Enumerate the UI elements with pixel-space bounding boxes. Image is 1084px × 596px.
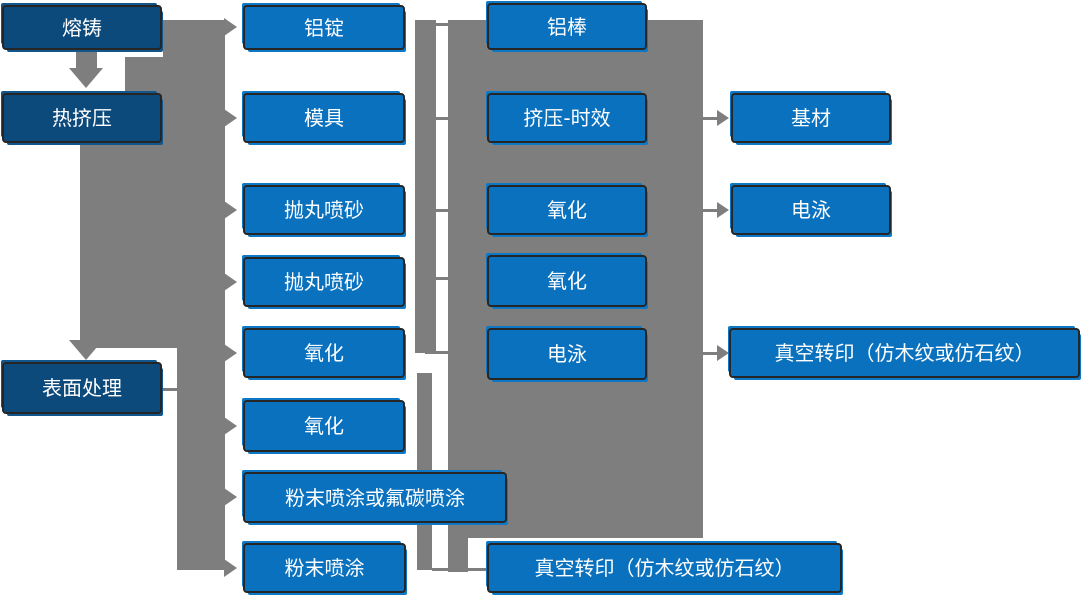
- node-electrophoresis-1: 电泳: [487, 328, 647, 380]
- node-label: 电泳: [547, 342, 587, 366]
- arrowhead-down-surface-treatment-icon: [69, 340, 103, 360]
- node-label: 挤压-时效: [523, 106, 611, 130]
- node-oxidation-1: 氧化: [243, 328, 405, 378]
- node-oxidation-4: 氧化: [487, 255, 647, 307]
- node-label: 铝棒: [547, 14, 587, 39]
- node-aluminum-ingot: 铝锭: [243, 5, 405, 50]
- connector-surface-treatment-link: [163, 388, 177, 391]
- node-extrusion-aging: 挤压-时效: [487, 93, 647, 143]
- arrowhead-to-oxidation-1-icon: [224, 344, 237, 362]
- node-mold: 模具: [243, 93, 405, 143]
- arrowhead-to-electrophoresis-2-icon: [717, 202, 729, 218]
- node-powder-or-fluorocarbon-coating: 粉末喷涂或氟碳喷涂: [243, 472, 507, 523]
- node-label: 铝锭: [304, 15, 344, 40]
- node-shot-blasting-2: 抛丸喷砂: [243, 257, 405, 307]
- node-label: 模具: [304, 106, 344, 130]
- node-vacuum-transfer-right: 真空转印（仿木纹或仿石纹）: [729, 328, 1080, 378]
- node-label: 粉末喷涂或氟碳喷涂: [285, 485, 465, 510]
- arrowhead-down-hot-extrusion-icon: [69, 68, 103, 88]
- arrowhead-to-powder-coating-icon: [224, 559, 237, 577]
- connector-bracket-bar-upper: [415, 20, 436, 353]
- connector-link-extrusion-aging: [425, 117, 448, 120]
- node-label: 氧化: [304, 414, 344, 438]
- connector-link-electrophoresis-1: [425, 351, 448, 354]
- node-label: 抛丸喷砂: [284, 270, 364, 294]
- node-oxidation-3: 氧化: [487, 185, 647, 235]
- node-hot-extrusion: 热挤压: [2, 93, 162, 143]
- node-label: 抛丸喷砂: [284, 198, 364, 222]
- node-melt-cast: 熔铸: [2, 5, 162, 50]
- arrowhead-to-oxidation-2-icon: [224, 417, 237, 435]
- node-label: 氧化: [547, 198, 587, 222]
- node-base-material: 基材: [731, 93, 891, 143]
- node-vacuum-transfer-bottom: 真空转印（仿木纹或仿石纹）: [487, 543, 842, 593]
- connector-link-oxidation-4: [425, 277, 448, 280]
- connector-link-al-rod: [425, 23, 448, 26]
- arrowhead-to-base-material-icon: [717, 110, 729, 126]
- connector-trunk-top: [163, 20, 225, 60]
- connector-down-shaft-hot-extrusion: [76, 50, 97, 70]
- node-powder-coating: 粉末喷涂: [243, 543, 406, 593]
- connector-link-vacuum-transfer-1: [432, 568, 487, 571]
- connector-trunk-wide: [80, 145, 225, 348]
- arrowhead-to-powder-fluorocarbon-icon: [224, 488, 237, 506]
- connector-trunk-lower: [177, 348, 225, 570]
- node-label: 氧化: [547, 269, 587, 293]
- connector-shaft-electrophoresis-2: [703, 209, 719, 212]
- node-label: 氧化: [304, 341, 344, 365]
- node-shot-blasting-1: 抛丸喷砂: [243, 185, 405, 235]
- node-label: 真空转印（仿木纹或仿石纹）: [534, 556, 795, 580]
- connector-shaft-vacuum-transfer-2: [703, 352, 719, 355]
- node-label: 基材: [791, 106, 831, 130]
- arrowhead-to-shot-blasting-1-icon: [224, 201, 237, 219]
- node-surface-treatment: 表面处理: [2, 362, 162, 414]
- node-label: 热挤压: [52, 106, 112, 130]
- arrowhead-to-vacuum-transfer-2-icon: [717, 345, 729, 361]
- node-label: 电泳: [791, 198, 831, 222]
- node-electrophoresis-2: 电泳: [731, 185, 891, 235]
- node-label: 熔铸: [62, 15, 102, 40]
- arrowhead-to-al-ingot-icon: [224, 18, 237, 36]
- connector-center-block-tail: [448, 538, 468, 572]
- node-aluminum-rod: 铝棒: [487, 3, 647, 50]
- connector-shaft-base-material: [703, 117, 719, 120]
- arrowhead-to-mold-icon: [224, 109, 237, 127]
- node-label: 真空转印（仿木纹或仿石纹）: [774, 341, 1035, 365]
- node-label: 粉末喷涂: [284, 556, 365, 580]
- node-label: 表面处理: [42, 376, 122, 400]
- arrowhead-to-shot-blasting-2-icon: [224, 273, 237, 291]
- node-oxidation-2: 氧化: [243, 400, 405, 452]
- connector-link-oxidation-3: [425, 209, 448, 212]
